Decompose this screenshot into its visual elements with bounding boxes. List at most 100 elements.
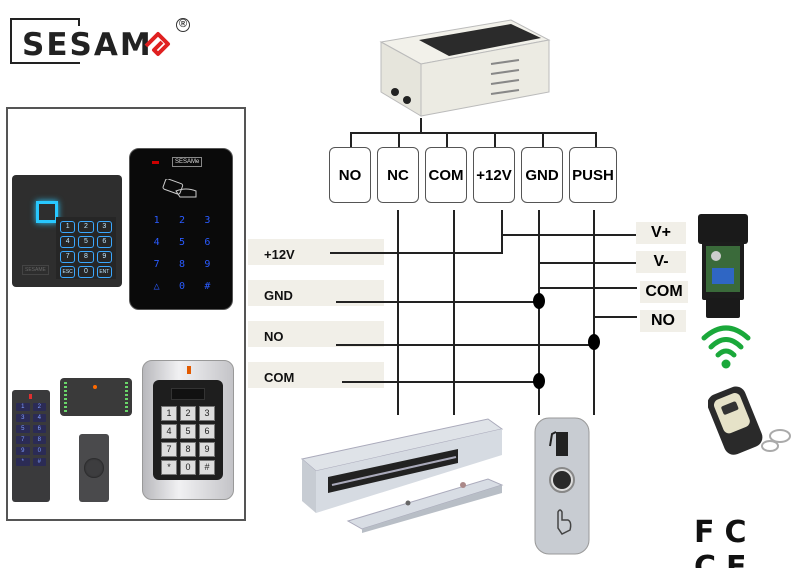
status-led <box>152 161 159 164</box>
key: 9 <box>16 447 30 455</box>
wireless-signal-icon <box>701 325 751 369</box>
card-sensor-icon <box>36 201 58 223</box>
magnetic-lock-image <box>300 418 504 533</box>
key: 8 <box>32 436 46 444</box>
fc-ce-certification-marks: FC CE <box>694 515 757 568</box>
key: 5 <box>16 425 30 433</box>
key: 2 <box>180 406 196 421</box>
exit-button-small <box>79 434 109 502</box>
key: 7 <box>60 251 76 263</box>
status-led <box>29 394 32 399</box>
keypad-panel: 1 2 3 4 5 6 7 8 9 * 0 # <box>153 380 223 480</box>
keypad: 1 2 3 4 5 6 7 8 9 * 0 # <box>161 406 215 475</box>
wire-12v <box>501 210 503 236</box>
power-supply-image <box>379 19 551 117</box>
access-controller-board <box>60 378 132 416</box>
device-brand: SESAME <box>22 265 49 275</box>
key: 2 <box>78 221 94 233</box>
wire-access-com <box>342 381 538 383</box>
touch-keypad: 1 2 3 4 5 6 7 8 9 △ 0 # <box>144 215 220 295</box>
label-receiver-vplus: V+ <box>636 222 686 244</box>
label-receiver-no: NO <box>640 310 686 332</box>
key: 6 <box>199 424 215 439</box>
bus-wire <box>420 118 422 132</box>
remote-keyfob-image <box>708 386 791 455</box>
key: 0 <box>178 281 185 292</box>
label-access-gnd: GND <box>248 280 384 306</box>
wireless-receiver-image <box>698 214 748 318</box>
key: 6 <box>96 236 112 248</box>
key: 8 <box>180 442 196 457</box>
key: # <box>204 281 211 292</box>
status-led <box>187 366 191 374</box>
key: 0 <box>32 447 46 455</box>
key: 8 <box>78 251 94 263</box>
key: ENT <box>96 266 112 278</box>
keypad: 1 2 3 4 5 6 7 8 9 ESC 0 ENT <box>56 217 116 279</box>
key: 2 <box>32 403 46 411</box>
key: 6 <box>204 237 211 248</box>
key: 5 <box>180 424 196 439</box>
push-button-icon <box>84 458 104 478</box>
rfid-keypad-reader: 1 2 3 4 5 6 7 8 9 ESC 0 ENT SESAME <box>12 175 122 287</box>
key: 3 <box>204 215 211 226</box>
key: * <box>161 460 177 475</box>
terminal-pins <box>125 382 128 412</box>
terminal-com: COM <box>425 147 467 203</box>
bus-wire <box>494 132 496 148</box>
key: 9 <box>96 251 112 263</box>
key: 4 <box>161 424 177 439</box>
terminal-push: PUSH <box>569 147 617 203</box>
brand-e-icon <box>144 32 170 56</box>
card-hand-icon <box>162 179 197 198</box>
key: 0 <box>78 266 94 278</box>
label-receiver-com: COM <box>640 281 688 303</box>
key: 4 <box>60 236 76 248</box>
terminal-pins <box>64 382 67 412</box>
brand-logo-text: SESAM <box>22 27 153 63</box>
bus-wire <box>595 132 597 148</box>
key: 6 <box>32 425 46 433</box>
label-access-no: NO <box>248 321 384 347</box>
key: 2 <box>178 215 185 226</box>
terminal-gnd: GND <box>521 147 563 203</box>
wire-receiver-vminus <box>538 262 637 264</box>
key: 9 <box>199 442 215 457</box>
wire-access-12v <box>501 234 503 254</box>
bus-wire <box>542 132 544 148</box>
key: # <box>32 458 46 466</box>
wire-receiver-vplus <box>501 234 637 236</box>
label-access-com: COM <box>248 362 384 388</box>
wire-gnd <box>538 210 540 415</box>
key: 1 <box>16 403 30 411</box>
junction-dot <box>533 293 545 309</box>
wire-push <box>593 210 595 415</box>
slim-keypad-reader: 1 2 3 4 5 6 7 8 9 0 * # <box>12 390 50 502</box>
key: 9 <box>204 259 211 270</box>
status-led <box>93 385 97 389</box>
touch-keypad-reader: SESAMe 1 2 3 4 5 6 7 8 9 △ 0 # <box>129 148 233 310</box>
key: 4 <box>153 237 160 248</box>
logo-frame <box>10 18 80 64</box>
terminal-no: NO <box>329 147 371 203</box>
wire-access-no <box>336 344 594 346</box>
key: 5 <box>178 237 185 248</box>
key: # <box>199 460 215 475</box>
key: 1 <box>161 406 177 421</box>
device-brand: SESAMe <box>172 157 203 167</box>
terminal-12v: +12V <box>473 147 515 203</box>
wire-receiver-com <box>538 287 637 289</box>
keypad-display <box>171 388 205 400</box>
wire-nc <box>397 210 399 415</box>
bell-icon: △ <box>153 281 160 292</box>
key: 7 <box>153 259 160 270</box>
terminal-nc: NC <box>377 147 419 203</box>
wire-access-12v <box>330 252 503 254</box>
wire-com <box>453 210 455 415</box>
key: 3 <box>199 406 215 421</box>
key: 4 <box>32 414 46 422</box>
metal-keypad: 1 2 3 4 5 6 7 8 9 * 0 # <box>142 360 234 500</box>
label-receiver-vminus: V- <box>636 251 686 273</box>
key: 3 <box>96 221 112 233</box>
key: 1 <box>60 221 76 233</box>
